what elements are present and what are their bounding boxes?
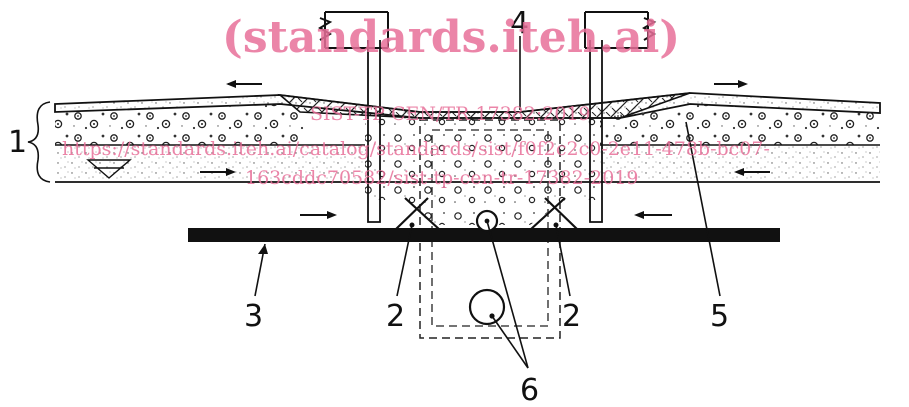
left-post bbox=[367, 40, 381, 223]
right-post bbox=[589, 40, 603, 223]
label-6: 6 bbox=[520, 373, 539, 407]
joint-concrete-fill bbox=[365, 118, 600, 225]
label-5: 5 bbox=[710, 299, 729, 334]
watermark-code: SIST-TP CEN/TR 17382:2019 bbox=[310, 103, 591, 125]
watermark-url-line2: 163cddc70582/sist-tp-cen-tr-17382-2019 bbox=[245, 167, 638, 189]
aggregate-layer-right bbox=[600, 104, 880, 145]
arrow-mid-left bbox=[200, 168, 236, 176]
label-2-right: 2 bbox=[562, 299, 581, 334]
label-3: 3 bbox=[244, 299, 263, 334]
leader-2-left bbox=[396, 224, 413, 297]
arrow-low-left bbox=[300, 211, 337, 219]
layer-brace bbox=[27, 101, 51, 183]
base-layer-right bbox=[600, 145, 880, 182]
pipe-large bbox=[468, 288, 506, 326]
label-2-left: 2 bbox=[386, 299, 405, 334]
label-4: 4 bbox=[510, 6, 529, 41]
arrow-top-right bbox=[714, 80, 748, 88]
left-flag bbox=[318, 11, 389, 49]
aggregate-layer-left bbox=[55, 104, 305, 145]
leader-6b bbox=[491, 315, 529, 369]
right-flag bbox=[584, 11, 657, 49]
joint-seal-hatched bbox=[277, 92, 691, 119]
arrow-low-right bbox=[634, 211, 672, 219]
leader-6a bbox=[486, 220, 529, 369]
watermark-title: (standards.iteh.ai) bbox=[222, 12, 680, 63]
support-beam bbox=[188, 228, 780, 242]
water-level-marker bbox=[86, 159, 132, 179]
leader-5 bbox=[685, 121, 721, 297]
watermark-url-line1: https://standards.iteh.ai/catalog/standa… bbox=[62, 138, 770, 160]
label-1: 1 bbox=[8, 125, 27, 160]
leader-2-right bbox=[555, 224, 571, 297]
arrow-top-left bbox=[226, 80, 262, 88]
arrow-mid-right bbox=[734, 168, 770, 176]
